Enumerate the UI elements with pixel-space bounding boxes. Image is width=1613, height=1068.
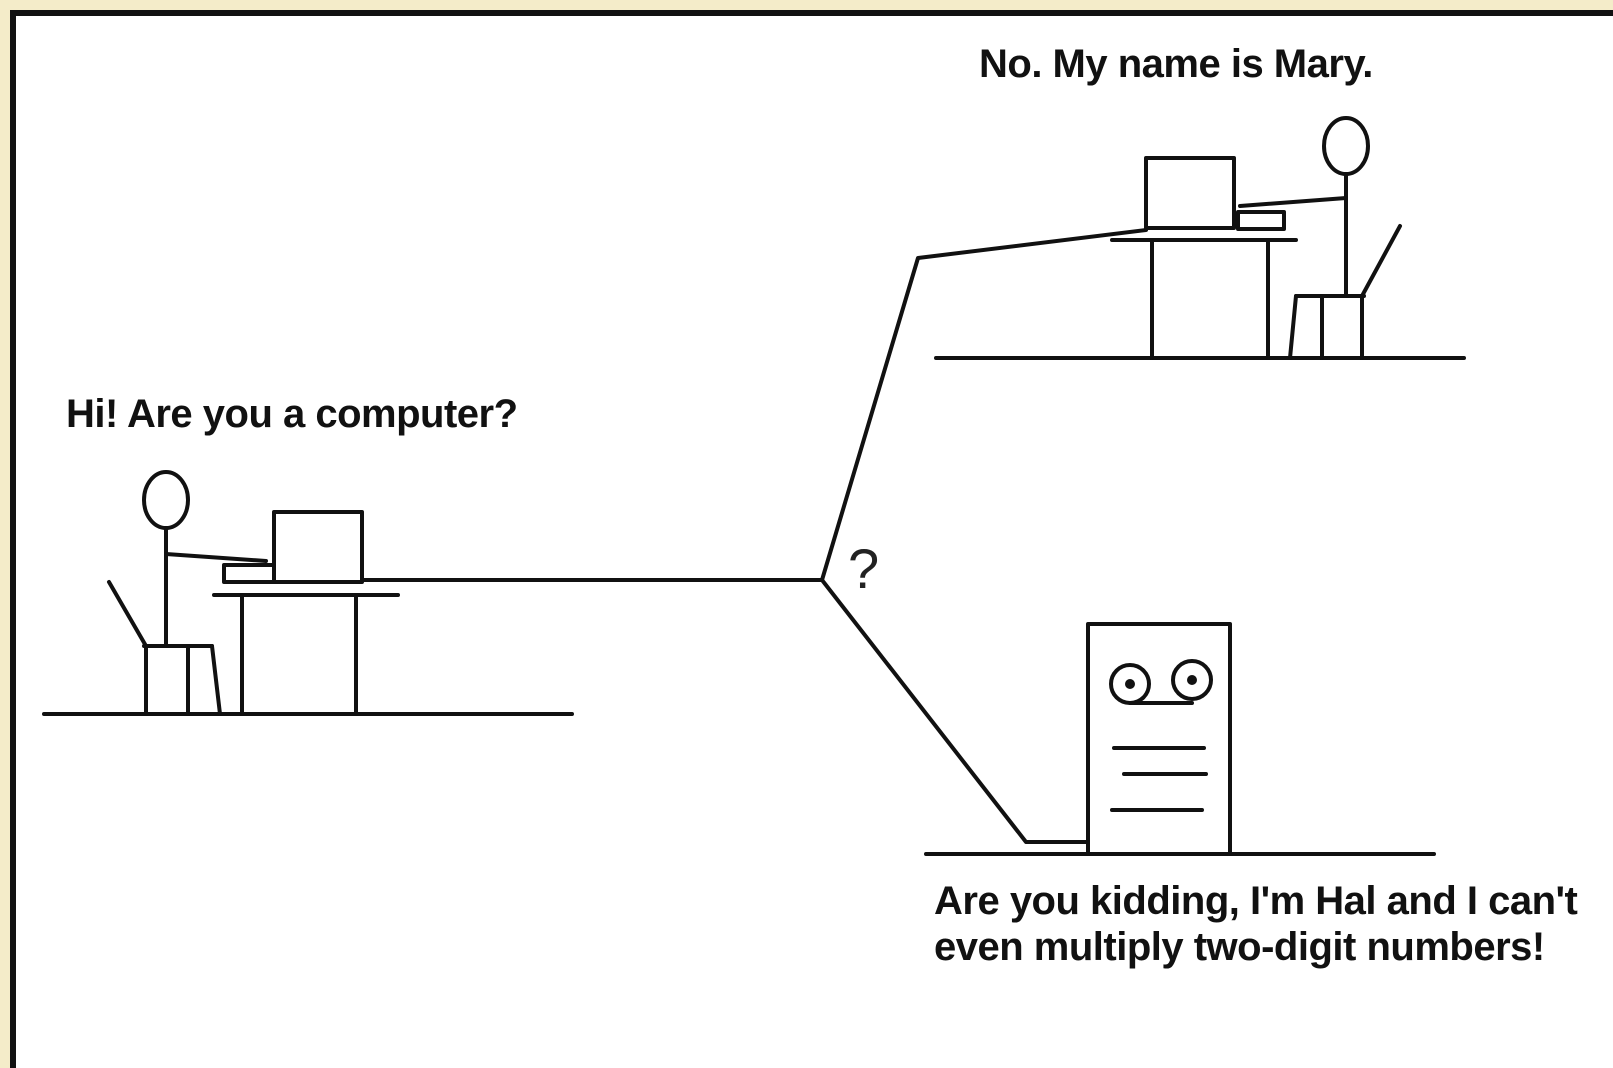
panel-lines: [1110, 746, 1208, 812]
stick-figure-arm-mary: [1238, 196, 1348, 208]
junction-question-mark: ?: [848, 537, 880, 600]
monitor-user: [272, 510, 364, 584]
caption-mary-reply: No. My name is Mary.: [979, 42, 1373, 86]
chair-mary: [1288, 224, 1402, 360]
human-user-station: [42, 470, 574, 716]
comic-panel: No. My name is Mary. Hi! Are you a compu…: [10, 10, 1613, 1068]
desk-user: [212, 593, 400, 716]
caption-hal-reply: Are you kidding, I'm Hal and I can't eve…: [934, 879, 1578, 969]
computer-hal-station: [924, 622, 1436, 856]
stick-figure-head-mary: [1322, 116, 1370, 176]
caption-user-question: Hi! Are you a computer?: [66, 392, 518, 436]
wire-junction-to-mary: [820, 228, 1148, 582]
chair-user: [107, 580, 222, 716]
human-mary-station: [934, 116, 1466, 360]
hal-computer-cabinet: [1086, 622, 1232, 856]
keyboard-user: [222, 563, 276, 584]
keyboard-mary: [1236, 210, 1286, 231]
desk-mary: [1110, 238, 1298, 360]
stick-figure-head-user: [142, 470, 190, 530]
turing-test-scene: [42, 116, 1466, 856]
wire-junction-to-hal: [820, 578, 1090, 844]
tape-reels-icon: [1109, 659, 1213, 705]
monitor-mary: [1144, 156, 1236, 230]
network-wires: [360, 228, 1148, 844]
stick-figure-arm-user: [164, 552, 268, 563]
